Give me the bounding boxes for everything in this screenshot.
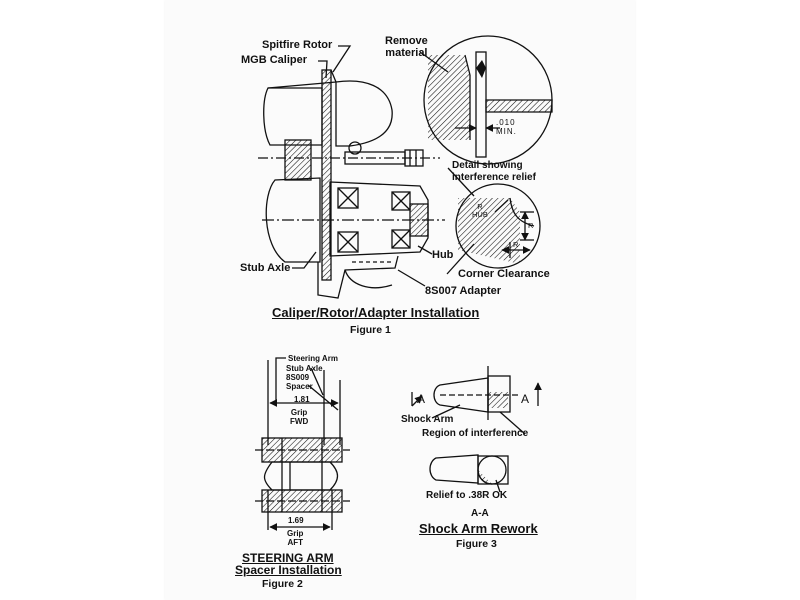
- shock-arm-top: [433, 377, 489, 413]
- figure2-label: Figure 2: [262, 578, 303, 590]
- figure3-label: Figure 3: [456, 538, 497, 550]
- adapter-plate: [317, 255, 399, 299]
- detail-circle-remove-material: [423, 35, 553, 165]
- label-hub: Hub: [432, 249, 454, 261]
- label-mgb-caliper: MGB Caliper: [241, 54, 308, 66]
- figure3-shock-arm-drawing: [411, 366, 542, 493]
- label-steering-arm: Steering Arm: [288, 354, 338, 363]
- label-spacer: Spacer: [286, 382, 313, 391]
- detail-circle-corner-clearance: [455, 183, 541, 269]
- figure2-spacer-drawing: [255, 357, 350, 531]
- label-grip-fwd: Grip FWD: [290, 408, 309, 426]
- label-clearance-min: .010 MIN.: [496, 118, 517, 136]
- label-shock-arm: Shock Arm: [401, 414, 454, 425]
- label-section-a-left: A: [417, 392, 426, 406]
- stub-axle-body: [265, 177, 321, 263]
- figure1-assembly-drawing: [258, 35, 553, 299]
- bearing-outer: [391, 191, 411, 249]
- shock-arm-section: [429, 454, 479, 484]
- label-r-horizontal: R: [513, 240, 519, 249]
- label-stub-axle-fig2: Stub Axle: [286, 364, 323, 373]
- label-stub-axle: Stub Axle: [240, 262, 291, 274]
- caliper-body: [263, 87, 323, 146]
- label-grip-aft-value: 1.69: [288, 516, 304, 525]
- label-hub-r: R HUB: [472, 202, 488, 219]
- hub-body: [329, 181, 429, 257]
- label-relief: Relief to .38R OK: [426, 490, 508, 501]
- stub-axle-section: [263, 461, 339, 491]
- label-grip-fwd-value: 1.81: [294, 395, 310, 404]
- caliper-bolt: [258, 139, 440, 181]
- figure3-caption: Shock Arm Rework: [419, 521, 538, 536]
- label-corner-clearance: Corner Clearance: [458, 268, 550, 280]
- label-region-interference: Region of interference: [422, 428, 529, 439]
- bearing-inner: [337, 187, 359, 253]
- label-detail-interference: Detail showing interference relief: [452, 160, 536, 183]
- label-remove-material: Remove material: [385, 35, 428, 59]
- figure2-caption-line1: STEERING ARM: [242, 551, 334, 565]
- label-grip-aft: Grip AFT: [287, 529, 304, 547]
- scanned-sheet: [165, 0, 635, 600]
- label-r-vertical: R: [528, 221, 534, 230]
- label-spacer-part: 8S009: [286, 373, 310, 382]
- figure1-label: Figure 1: [350, 324, 391, 336]
- label-section-a-right: A: [521, 392, 530, 406]
- figure1-caption: Caliper/Rotor/Adapter Installation: [272, 305, 480, 320]
- label-adapter: 8S007 Adapter: [425, 285, 502, 297]
- caliper-outer: [335, 80, 393, 147]
- label-spitfire-rotor: Spitfire Rotor: [262, 39, 333, 51]
- label-section-aa: A-A: [471, 508, 489, 519]
- figure2-caption-line2: Spacer Installation: [235, 563, 342, 577]
